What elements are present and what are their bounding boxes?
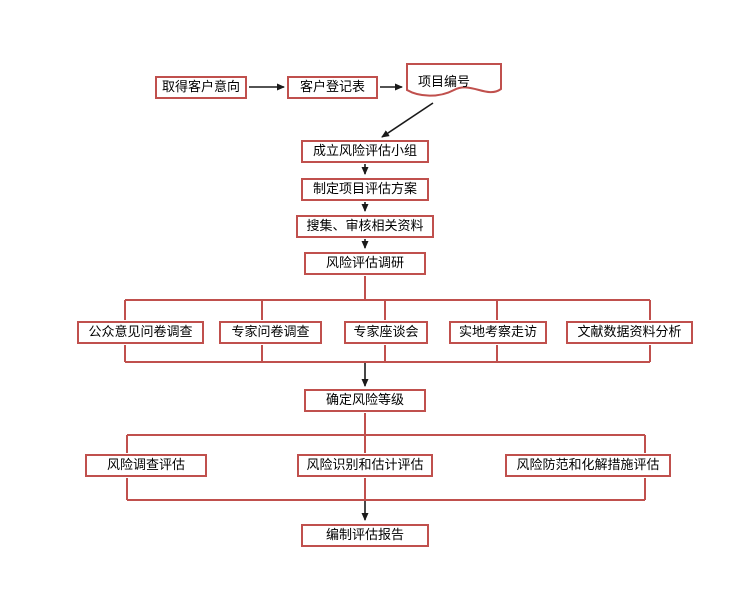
node-risk-identification-evaluation: 风险识别和估计评估 bbox=[297, 454, 433, 477]
node-collect-review-materials: 搜集、审核相关资料 bbox=[296, 215, 434, 238]
node-expert-symposium: 专家座谈会 bbox=[344, 321, 428, 344]
node-public-opinion-survey: 公众意见问卷调查 bbox=[77, 321, 204, 344]
node-obtain-client-intent: 取得客户意向 bbox=[155, 76, 247, 99]
branch-bracket-risk-level-to-evaluations bbox=[126, 413, 646, 453]
node-literature-data-analysis: 文献数据资料分析 bbox=[566, 321, 693, 344]
node-establish-risk-team: 成立风险评估小组 bbox=[301, 140, 429, 163]
node-client-registration-form: 客户登记表 bbox=[287, 76, 378, 99]
arrow-project-number-to-team bbox=[381, 102, 434, 138]
node-risk-survey-evaluation: 风险调查评估 bbox=[85, 454, 207, 477]
merge-bracket-surveys-to-risk-level bbox=[124, 345, 651, 363]
node-risk-prevention-evaluation: 风险防范和化解措施评估 bbox=[505, 454, 671, 477]
node-risk-assessment-research: 风险评估调研 bbox=[304, 252, 426, 275]
node-project-number: 项目编号 bbox=[405, 62, 503, 104]
node-project-number-label: 项目编号 bbox=[418, 75, 471, 90]
node-compile-evaluation-report: 编制评估报告 bbox=[301, 524, 429, 547]
node-formulate-evaluation-plan: 制定项目评估方案 bbox=[301, 178, 429, 201]
branch-bracket-research-to-surveys bbox=[124, 276, 651, 320]
node-expert-questionnaire-survey: 专家问卷调查 bbox=[219, 321, 322, 344]
node-determine-risk-level: 确定风险等级 bbox=[304, 389, 426, 412]
merge-bracket-evaluations-to-report bbox=[126, 478, 646, 501]
node-field-visit: 实地考察走访 bbox=[449, 321, 547, 344]
document-shape-icon bbox=[406, 63, 502, 97]
